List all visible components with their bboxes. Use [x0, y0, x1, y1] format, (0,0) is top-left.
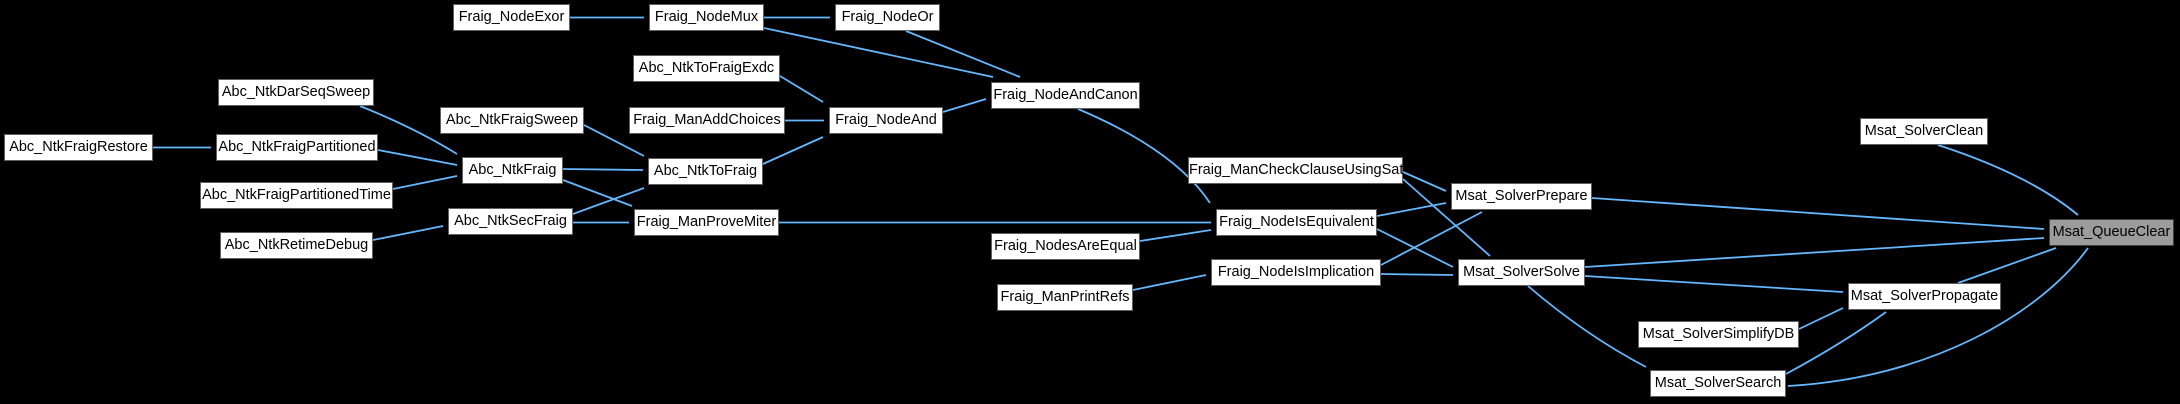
node-msat-solverclean[interactable]: Msat_SolverClean: [1860, 118, 1988, 145]
node-abc-ntktofraigexdc[interactable]: Abc_NtkToFraigExdc: [633, 55, 780, 82]
edge-fraig-nodemux-to-fraig-nodeandcanon: [763, 27, 994, 78]
edge-fraig-manprintrefs-to-fraig-nodeisimplication: [1132, 274, 1207, 291]
node-fraig-nodeisimplication[interactable]: Fraig_NodeIsImplication: [1211, 259, 1381, 286]
node-msat-solversearch[interactable]: Msat_SolverSearch: [1650, 370, 1786, 397]
node-abc-ntksecfraig[interactable]: Abc_NtkSecFraig: [448, 208, 573, 235]
edge-fraig-nodeisimplication-to-msat-solverprepare: [1380, 211, 1483, 266]
edge-msat-solversimplifydb-to-msat-solverpropagate: [1798, 307, 1844, 330]
node-msat-solverprepare[interactable]: Msat_SolverPrepare: [1451, 183, 1592, 210]
node-abc-ntkfraigpartitioned[interactable]: Abc_NtkFraigPartitioned: [216, 134, 378, 161]
node-msat-solversimplifydb[interactable]: Msat_SolverSimplifyDB: [1638, 321, 1799, 348]
edge-msat-solversolve-to-msat-queueclear: [1584, 237, 2045, 268]
edge-abc-ntkretimedebug-to-abc-ntksecfraig: [372, 225, 444, 241]
edge-msat-solverclean-to-msat-queueclear: [1937, 144, 2079, 216]
edge-msat-solverprepare-to-msat-queueclear: [1591, 197, 2045, 230]
node-fraig-nodeand[interactable]: Fraig_NodeAnd: [829, 107, 943, 134]
edge-fraig-mancheckclauseusingsat-to-msat-solversolve: [1402, 178, 1491, 257]
edge-msat-solversolve-to-msat-solverpropagate: [1584, 275, 1844, 293]
node-msat-solverpropagate[interactable]: Msat_SolverPropagate: [1848, 283, 2001, 310]
edge-abc-ntktofraigexdc-to-fraig-nodeand: [779, 75, 824, 103]
node-fraig-nodeisequivalent[interactable]: Fraig_NodeIsEquivalent: [1216, 209, 1377, 236]
edge-msat-solversolve-to-msat-solversearch: [1527, 285, 1647, 368]
node-abc-ntkretimedebug[interactable]: Abc_NtkRetimeDebug: [220, 232, 373, 259]
edge-abc-ntkfraigsweep-to-abc-ntktofraig: [583, 124, 645, 157]
edge-msat-solversearch-to-msat-queueclear: [1787, 247, 2089, 387]
node-abc-ntkdarseqsweep[interactable]: Abc_NtkDarSeqSweep: [218, 79, 374, 106]
node-msat-solversolve[interactable]: Msat_SolverSolve: [1458, 259, 1585, 286]
edge-abc-ntksecfraig-to-abc-ntktofraig: [572, 187, 645, 215]
edge-abc-ntkdarseqsweep-to-abc-ntkfraig: [359, 105, 458, 155]
node-fraig-nodeexor[interactable]: Fraig_NodeExor: [453, 4, 570, 31]
node-abc-ntkfraigpartitionedtime[interactable]: Abc_NtkFraigPartitionedTime: [200, 182, 393, 209]
edge-msat-solverpropagate-to-msat-queueclear: [1957, 247, 2057, 284]
edge-fraig-nodeand-to-fraig-nodeandcanon: [942, 98, 987, 113]
edge-abc-ntktofraig-to-fraig-nodeand: [762, 136, 824, 165]
edge-fraig-nodeisimplication-to-msat-solversolve: [1380, 273, 1454, 276]
node-fraig-manprintrefs[interactable]: Fraig_ManPrintRefs: [997, 284, 1133, 311]
node-abc-ntkfraigsweep[interactable]: Abc_NtkFraigSweep: [440, 107, 584, 134]
edge-abc-ntkfraigpartitioned-to-abc-ntkfraig: [377, 149, 458, 166]
node-fraig-manaddchoices[interactable]: Fraig_ManAddChoices: [629, 107, 785, 134]
edge-abc-ntkfraig-to-abc-ntktofraig: [562, 168, 644, 171]
node-fraig-nodesareequal[interactable]: Fraig_NodesAreEqual: [991, 233, 1140, 260]
edge-abc-ntkfraig-to-fraig-manprovemiter: [562, 179, 633, 207]
edge-msat-solversearch-to-msat-solverpropagate: [1785, 311, 1887, 375]
node-abc-ntkfraigrestore[interactable]: Abc_NtkFraigRestore: [4, 134, 153, 161]
node-abc-ntkfraig[interactable]: Abc_NtkFraig: [462, 157, 563, 184]
node-fraig-nodeor[interactable]: Fraig_NodeOr: [835, 4, 940, 31]
edge-fraig-mancheckclauseusingsat-to-msat-solverprepare: [1402, 171, 1447, 192]
node-fraig-manprovemiter[interactable]: Fraig_ManProveMiter: [634, 209, 779, 236]
node-fraig-nodeandcanon[interactable]: Fraig_NodeAndCanon: [991, 82, 1140, 109]
node-fraig-nodemux[interactable]: Fraig_NodeMux: [649, 4, 764, 31]
node-fraig-mancheckclauseusingsat[interactable]: Fraig_ManCheckClauseUsingSat: [1188, 157, 1403, 184]
edge-abc-ntkfraigpartitionedtime-to-abc-ntkfraig: [392, 175, 458, 190]
node-msat-queueclear: Msat_QueueClear: [2049, 219, 2174, 246]
edge-fraig-nodesareequal-to-fraig-nodeisequivalent: [1139, 229, 1212, 242]
edge-fraig-nodeandcanon-to-fraig-nodeisequivalent: [1077, 108, 1211, 204]
edge-fraig-nodeor-to-fraig-nodeandcanon: [905, 30, 1021, 78]
node-abc-ntktofraig[interactable]: Abc_NtkToFraig: [648, 158, 763, 185]
edge-fraig-nodeisequivalent-to-msat-solverprepare: [1376, 202, 1447, 217]
